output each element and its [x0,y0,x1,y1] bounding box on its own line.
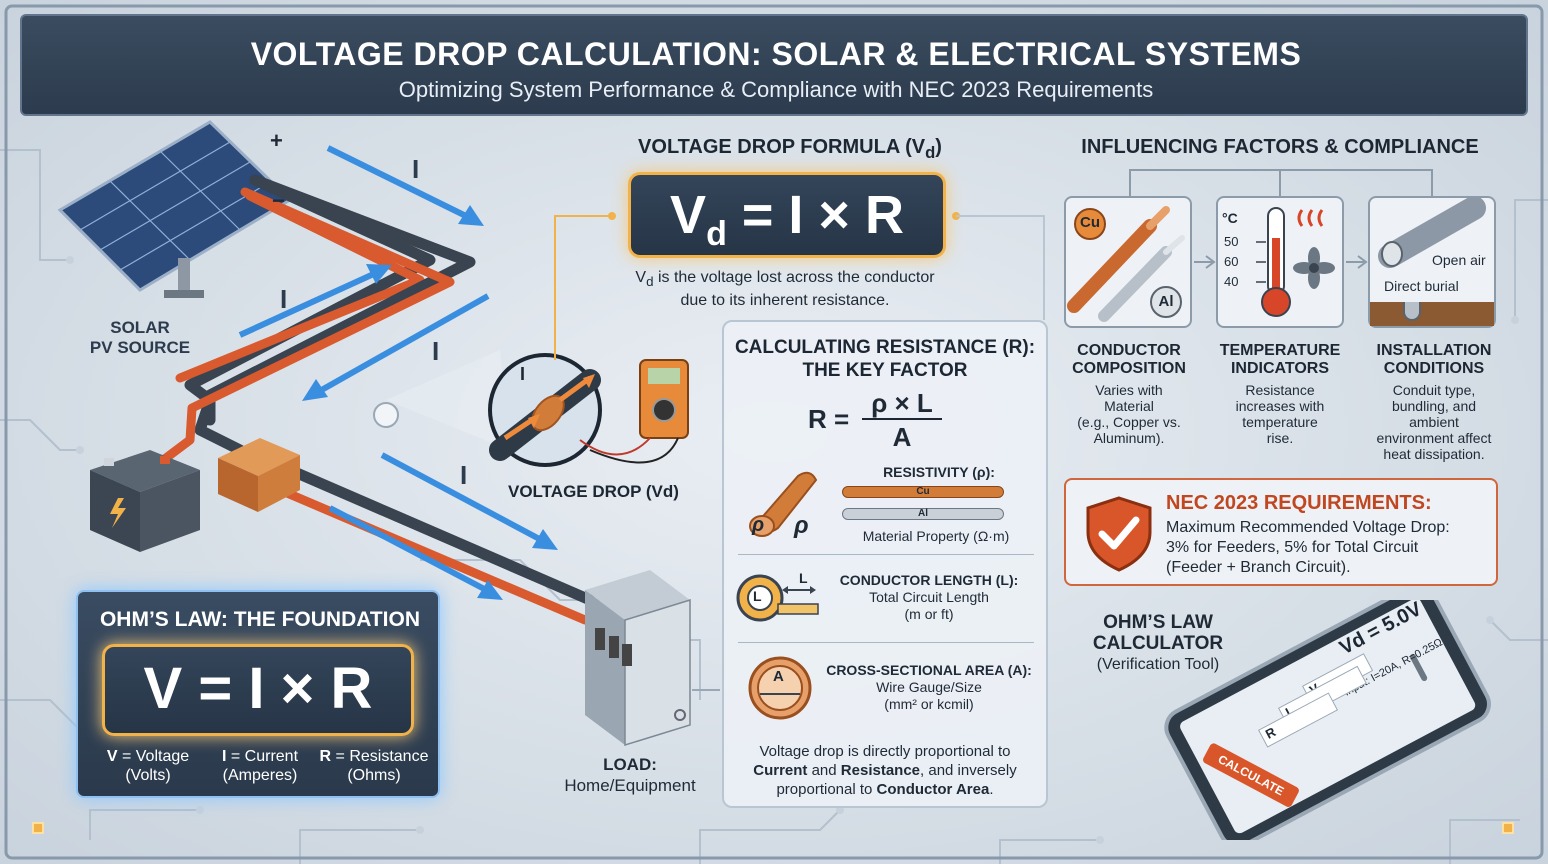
current-label: I [412,154,420,184]
cross-section-icon [748,656,812,720]
resistance-definition: R = Resistance (Ohms) [319,748,429,784]
corner-ornament [1502,822,1514,834]
voltage-drop-label: VOLTAGE DROP (Vd) [508,482,679,501]
installation-text: INSTALLATION CONDITIONS Conduit type, bu… [1376,342,1492,462]
conduit-icon [1370,198,1494,326]
copper-symbol: Cu [1080,214,1100,231]
smartphone-calculator [1164,600,1491,840]
installation-card: Open air Direct burial [1368,196,1496,328]
factor-arrows [1194,255,1368,269]
copper-wire-bar: Cu [842,486,1004,498]
current-label: I [520,364,526,384]
voltage-drop-formula: Vd = I × R [628,172,946,258]
formula-heading: VOLTAGE DROP FORMULA (Vd) [638,136,942,162]
length-text: CONDUCTOR LENGTH (L): Total Circuit Leng… [839,572,1019,622]
aluminum-symbol: Al [1158,293,1174,310]
direct-burial-label: Direct burial [1384,278,1459,294]
multimeter-icon [579,359,689,464]
page-subtitle: Optimizing System Performance & Complian… [398,77,1154,102]
length-icon-letter: L [799,570,808,586]
plus-terminal-label: + [270,128,283,153]
factors-connector [1129,169,1433,198]
page-title: VOLTAGE DROP CALCULATION: SOLAR & ELECTR… [250,36,1302,72]
shield-check-icon [1086,496,1152,572]
resistance-formula: R = ρ × L A [808,388,968,452]
corner-ornament [32,822,44,834]
voltage-definition: V = Voltage (Volts) [106,748,190,784]
celsius-label: °C [1222,210,1238,226]
open-air-label: Open air [1432,252,1486,268]
load-label: LOAD: Home/Equipment [564,755,696,795]
rho-symbol: ρ [752,514,765,536]
magnifier-lens [373,350,602,467]
temp-tick: 50 [1224,234,1239,249]
resistance-summary: Voltage drop is directly proportional to… [753,743,1017,798]
conductor-wires-icon [1067,206,1185,322]
ohms-law-panel: OHM’S LAW: THE FOUNDATION V = I × R V = … [76,590,440,798]
load-panel-icon [585,570,691,747]
area-text: CROSS-SECTIONAL AREA (A): Wire Gauge/Siz… [826,662,1032,712]
header-banner: VOLTAGE DROP CALCULATION: SOLAR & ELECTR… [20,14,1528,116]
resistance-heading: CALCULATING RESISTANCE (R): THE KEY FACT… [734,337,1036,381]
current-definition: I = Current (Amperes) [221,748,299,784]
nec-title: NEC 2023 REQUIREMENTS: [1166,492,1432,514]
resistance-panel: CALCULATING RESISTANCE (R): THE KEY FACT… [722,320,1048,808]
tape-measure-icon [736,574,819,622]
nec-requirements-panel: NEC 2023 REQUIREMENTS: Maximum Recommend… [1064,478,1498,586]
circuit-diagram [57,120,720,747]
temp-tick: 60 [1224,254,1239,269]
length-icon-letter: L [753,588,762,604]
aluminum-wire-bar: Al [842,508,1004,520]
solar-source-label: SOLAR PV SOURCE [89,318,191,357]
current-label: I [460,460,468,490]
resistivity-description: Material Property (Ω·m) [862,528,1010,544]
resistivity-title: RESISTIVITY (ρ): [883,464,995,480]
current-label: I [432,336,440,366]
nec-details: Maximum Recommended Voltage Drop: 3% for… [1166,519,1450,576]
temperature-text: TEMPERATURE INDICATORS Resistance increa… [1219,342,1341,446]
formula-connector [952,212,1045,320]
copper-rod-icon [749,471,818,537]
solar-panel-icon [57,120,293,298]
conductor-composition-card: Cu Al [1064,196,1192,328]
ohms-law-heading: OHM’S LAW: THE FOUNDATION [99,608,421,631]
calculator-label: OHM’S LAW CALCULATOR (Verification Tool) [1092,612,1224,673]
thermometer-icon [1256,207,1335,317]
rho-symbol: ρ [794,512,809,539]
temperature-card: °C 50 60 40 [1216,196,1344,328]
ohms-law-formula: V = I × R [102,644,414,736]
battery-icon [90,450,200,552]
temp-tick: 40 [1224,274,1239,289]
conductor-composition-text: CONDUCTOR COMPOSITION Varies with Materi… [1072,342,1186,446]
current-label: I [280,284,288,314]
junction-box-icon [218,438,300,512]
minus-terminal-label: − [272,188,285,213]
factors-heading: INFLUENCING FACTORS & COMPLIANCE [1081,136,1479,158]
area-icon-letter: A [773,668,784,685]
formula-description: Vd is the voltage lost across the conduc… [635,269,935,310]
